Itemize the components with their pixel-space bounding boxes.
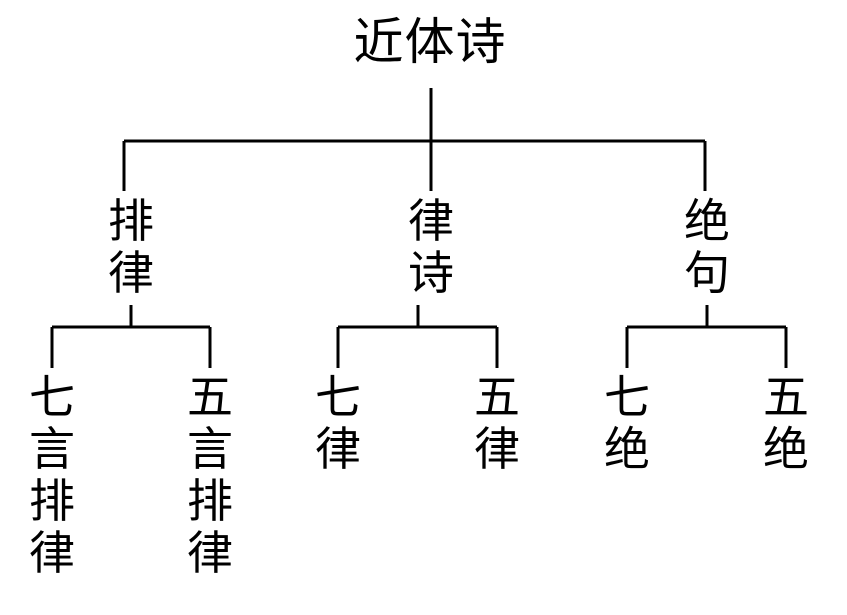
node-wulv[interactable]: 五 律 xyxy=(471,372,523,476)
node-qiyanpailv-char-1: 七 xyxy=(29,372,75,423)
node-qilv-char-2: 律 xyxy=(315,424,361,475)
node-qiyanpailv[interactable]: 七 言 排 律 xyxy=(26,372,78,580)
node-juequ-char-2: 句 xyxy=(684,248,730,299)
node-wuyanpailv-char-1: 五 xyxy=(187,372,233,423)
node-root[interactable]: 近体诗 xyxy=(353,14,507,70)
node-lvshi-char-2: 诗 xyxy=(408,248,454,299)
node-qijue[interactable]: 七 绝 xyxy=(601,372,653,476)
node-qiyanpailv-char-4: 律 xyxy=(29,528,75,579)
node-wuyanpailv[interactable]: 五 言 排 律 xyxy=(184,372,236,580)
node-qilv[interactable]: 七 律 xyxy=(312,372,364,476)
node-qijue-char-1: 七 xyxy=(604,372,650,423)
node-juequ[interactable]: 绝 句 xyxy=(681,196,733,300)
node-wujue[interactable]: 五 绝 xyxy=(760,372,812,476)
node-qiyanpailv-char-3: 排 xyxy=(29,476,75,527)
node-lvshi[interactable]: 律 诗 xyxy=(405,196,457,300)
node-lvshi-char-1: 律 xyxy=(408,196,454,247)
node-qilv-char-1: 七 xyxy=(315,372,361,423)
node-wuyanpailv-char-2: 言 xyxy=(187,424,233,475)
node-pailv-char-1: 排 xyxy=(108,196,154,247)
node-qijue-char-2: 绝 xyxy=(604,424,650,475)
node-wulv-char-1: 五 xyxy=(474,372,520,423)
node-wuyanpailv-char-4: 律 xyxy=(187,528,233,579)
node-pailv[interactable]: 排 律 xyxy=(105,196,157,300)
node-wulv-char-2: 律 xyxy=(474,424,520,475)
node-wujue-char-1: 五 xyxy=(763,372,809,423)
node-wujue-char-2: 绝 xyxy=(763,424,809,475)
node-qiyanpailv-char-2: 言 xyxy=(29,424,75,475)
node-wuyanpailv-char-3: 排 xyxy=(187,476,233,527)
node-pailv-char-2: 律 xyxy=(108,248,154,299)
node-juequ-char-1: 绝 xyxy=(684,196,730,247)
